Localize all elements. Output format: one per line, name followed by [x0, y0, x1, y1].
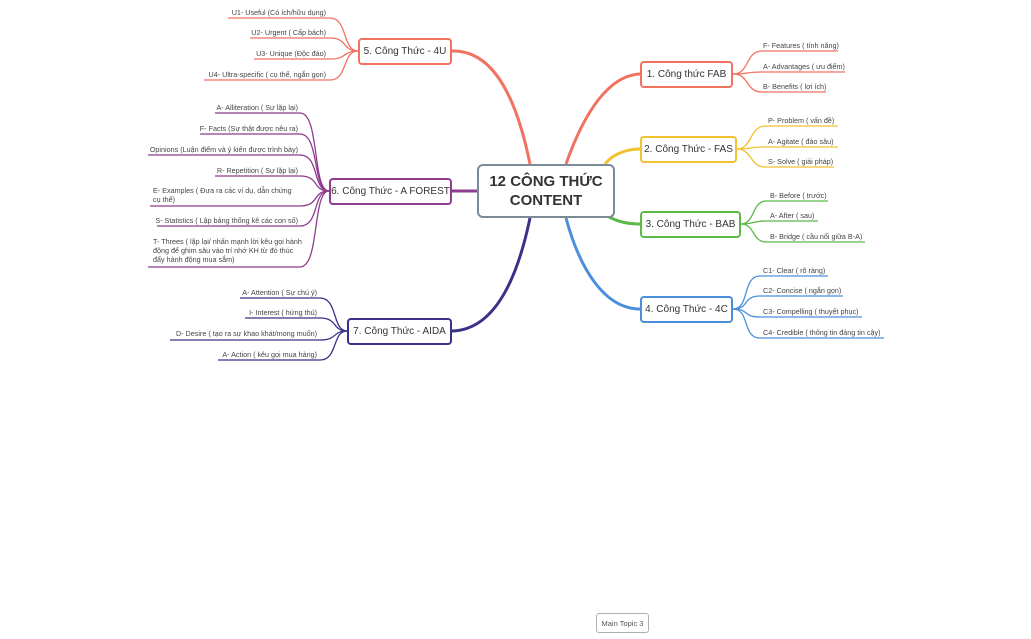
subtopic-forest-facts[interactable]: F- Facts (Sự thật được nêu ra): [199, 124, 298, 133]
subtopic-aida-interest[interactable]: I- Interest ( hứng thú): [249, 308, 317, 317]
subtopic-forest-statistics[interactable]: S- Statistics ( Lập bảng thống kê các co…: [155, 216, 298, 225]
subtopic-forest-repetition[interactable]: R- Repetition ( Sự lặp lại): [216, 166, 298, 175]
topic-fab[interactable]: 1. Công thức FAB: [640, 61, 733, 88]
floating-topic[interactable]: Main Topic 3: [596, 613, 649, 633]
subtopic-4u-ultra-specific[interactable]: U4- Ultra-specific ( cụ thể, ngắn gọn): [208, 70, 326, 79]
topic-a-forest[interactable]: 6. Công Thức - A FOREST: [329, 178, 452, 205]
subtopic-forest-opinions[interactable]: Opinions (Luận điểm và ý kiến được trình…: [149, 145, 298, 154]
subtopic-4c-compelling[interactable]: C3- Compelling ( thuyết phục): [763, 307, 859, 316]
topic-fab-label: 1. Công thức FAB: [646, 69, 727, 80]
subtopic-4u-unique[interactable]: U3- Unique (Độc đáo): [256, 49, 326, 58]
topic-a-forest-label: 6. Công Thức - A FOREST: [331, 186, 450, 197]
subtopic-aida-desire[interactable]: D- Desire ( tạo ra sự khao khát/mong muố…: [175, 329, 317, 338]
topic-4u[interactable]: 5. Công Thức - 4U: [358, 38, 452, 65]
subtopic-fab-advantages[interactable]: A- Advantages ( ưu điểm): [763, 62, 845, 71]
subtopic-fas-solve[interactable]: S- Solve ( giải pháp): [768, 157, 834, 166]
subtopic-fas-agitate[interactable]: A- Agitate ( đào sâu): [768, 137, 834, 146]
subtopic-forest-examples[interactable]: E- Examples ( Đưa ra các ví dụ, dẫn chứn…: [153, 186, 292, 204]
subtopic-bab-bridge[interactable]: B- Bridge ( cầu nối giữa B-A): [770, 232, 863, 241]
subtopic-forest-alliteration[interactable]: A- Alliteration ( Sự lặp lại): [216, 103, 298, 112]
subtopic-forest-threes[interactable]: T- Threes ( lặp lại/ nhấn mạnh lời kêu g…: [153, 237, 302, 264]
subtopic-4c-concise[interactable]: C2- Concise ( ngắn gọn): [763, 286, 842, 295]
topic-fas-label: 2. Công Thức - FAS: [644, 144, 733, 155]
subtopic-aida-attention[interactable]: A- Attention ( Sự chú ý): [242, 288, 317, 297]
central-topic-line-1: 12 CÔNG THỨC: [489, 173, 603, 190]
floating-topic-label: Main Topic 3: [601, 618, 644, 628]
topic-aida-label: 7. Công Thức - AIDA: [353, 326, 446, 337]
topic-bab[interactable]: 3. Công Thức - BAB: [640, 211, 741, 238]
subtopic-bab-before[interactable]: B- Before ( trước): [770, 191, 827, 200]
topic-4c-label: 4. Công Thức - 4C: [645, 304, 728, 315]
subtopic-fas-problem[interactable]: P- Problem ( vấn đề): [768, 116, 835, 125]
subtopic-bab-after[interactable]: A- After ( sau): [770, 211, 815, 220]
subtopic-4u-useful[interactable]: U1- Useful (Có ích/hữu dụng): [231, 8, 326, 17]
topic-fas[interactable]: 2. Công Thức - FAS: [640, 136, 737, 163]
central-topic[interactable]: 12 CÔNG THỨC CONTENT: [477, 164, 615, 218]
topic-aida[interactable]: 7. Công Thức - AIDA: [347, 318, 452, 345]
topic-bab-label: 3. Công Thức - BAB: [645, 219, 736, 230]
topic-4c[interactable]: 4. Công Thức - 4C: [640, 296, 733, 323]
subtopic-4u-urgent[interactable]: U2- Urgent ( Cấp bách): [251, 28, 326, 37]
subtopic-4c-clear[interactable]: C1- Clear ( rõ ràng): [763, 266, 826, 275]
subtopic-fab-features[interactable]: F- Features ( tính năng): [763, 41, 839, 50]
central-topic-line-2: CONTENT: [509, 192, 583, 209]
subtopic-4c-credible[interactable]: C4- Credible ( thông tin đáng tin cậy): [763, 328, 881, 337]
subtopic-aida-action[interactable]: A- Action ( kêu gọi mua hàng): [222, 350, 317, 359]
topic-4u-label: 5. Công Thức - 4U: [363, 46, 447, 57]
subtopic-fab-benefits[interactable]: B- Benefits ( lợi ích): [763, 82, 827, 91]
